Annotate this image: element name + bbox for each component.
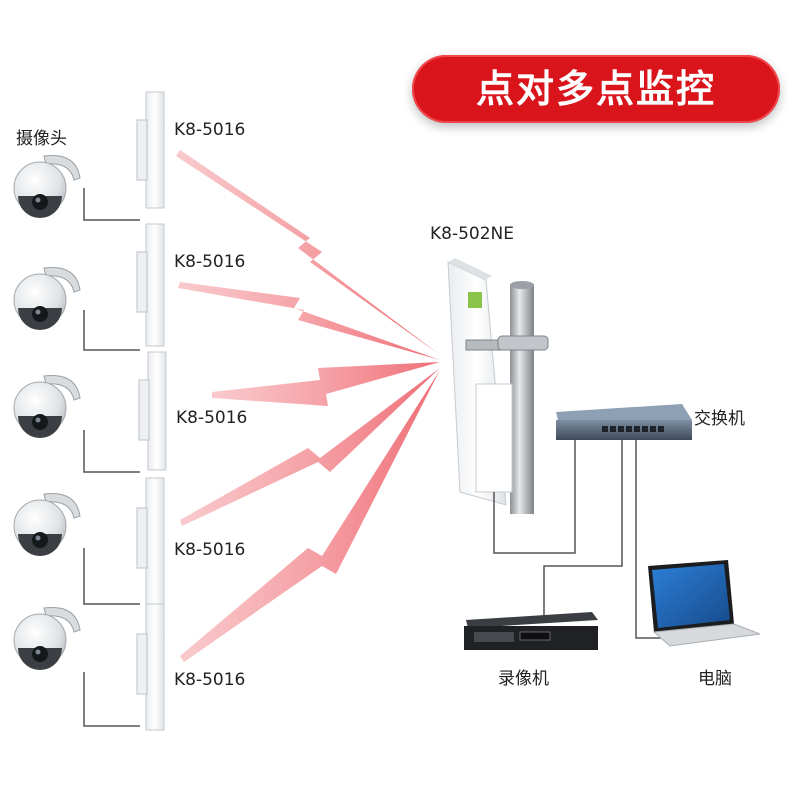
network-cables bbox=[493, 440, 668, 639]
diagram-title: 点对多点监控 bbox=[475, 67, 716, 111]
switch-label: 交换机 bbox=[694, 409, 745, 429]
signal-bolts bbox=[176, 150, 440, 662]
computer-label: 电脑 bbox=[698, 669, 732, 689]
title-banner: 点对多点监控 bbox=[412, 55, 780, 123]
base-station bbox=[447, 258, 549, 514]
ptz-camera-icon bbox=[13, 154, 81, 219]
network-switch-icon bbox=[556, 404, 692, 440]
wireless-signal-bolt-icon bbox=[178, 282, 440, 360]
ptz-camera-icon bbox=[13, 374, 81, 439]
recorder-label: 录像机 bbox=[498, 669, 549, 689]
ptz-camera-icon bbox=[13, 266, 81, 331]
camera-group bbox=[13, 154, 81, 671]
wireless-signal-bolt-icon bbox=[212, 362, 440, 406]
mounting-pole bbox=[510, 284, 534, 514]
camera-group-label: 摄像头 bbox=[16, 129, 67, 149]
ptz-camera-icon bbox=[13, 492, 81, 557]
wireless-signal-bolt-icon bbox=[180, 368, 440, 526]
panel-antenna-icon bbox=[136, 91, 165, 209]
dvr-recorder-icon bbox=[464, 612, 598, 650]
laptop-icon bbox=[648, 560, 761, 647]
client-unit-label-1: K8-5016 bbox=[174, 120, 246, 140]
wireless-signal-bolt-icon bbox=[176, 150, 440, 355]
ptz-camera-icon bbox=[13, 606, 81, 671]
base-station-label: K8-502NE bbox=[430, 224, 515, 244]
camera-cables bbox=[83, 188, 140, 727]
panel-antenna-icon bbox=[136, 603, 165, 731]
panel-antenna-icon bbox=[136, 477, 165, 605]
client-unit-label-2: K8-5016 bbox=[174, 252, 246, 272]
client-unit-label-5: K8-5016 bbox=[174, 670, 246, 690]
client-unit-label-3: K8-5016 bbox=[176, 408, 248, 428]
panel-antenna-icon bbox=[136, 223, 165, 347]
panel-antenna-icon bbox=[138, 351, 167, 471]
client-panels bbox=[136, 91, 167, 731]
client-unit-label-4: K8-5016 bbox=[174, 540, 246, 560]
sector-antenna-icon bbox=[447, 258, 549, 506]
